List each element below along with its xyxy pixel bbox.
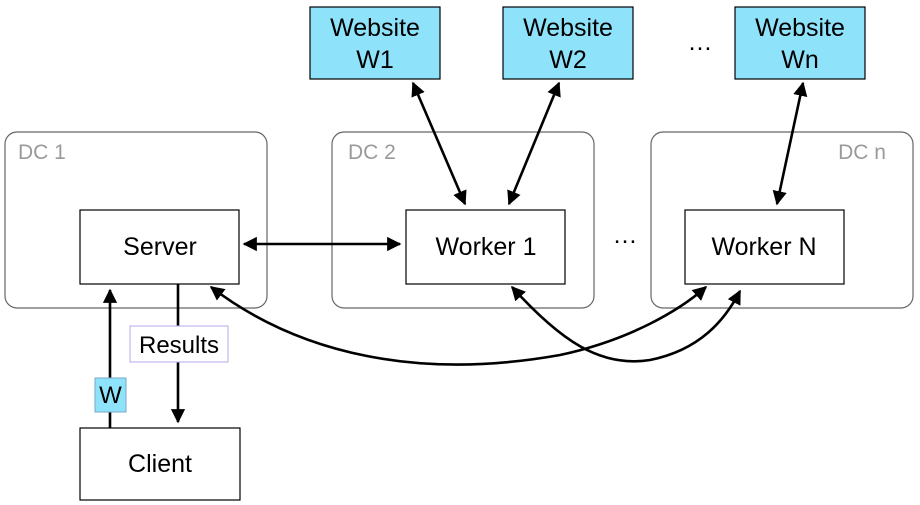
worker-n-node: Worker N	[684, 209, 845, 285]
website-w1-label-line1: Website	[330, 14, 420, 42]
website-w1-label-line2: W1	[356, 46, 394, 74]
worker-1-label: Worker 1	[436, 233, 537, 261]
edge-worker-1-worker-n	[511, 285, 742, 363]
website-w2-label-line1: Website	[523, 14, 613, 42]
edge-server-worker-n	[209, 285, 708, 366]
edge-website-w2-worker-1	[507, 81, 561, 206]
website-w2-label-line2: W2	[549, 46, 587, 74]
website-w1: Website W1	[309, 6, 441, 80]
dc2-label: DC 2	[348, 141, 396, 164]
server-node: Server	[79, 209, 240, 285]
website-ellipsis: …	[688, 28, 713, 56]
w-label: W	[99, 382, 122, 409]
website-wn-label-line1: Website	[755, 14, 845, 42]
results-label: Results	[139, 332, 219, 359]
w-edge-label: W	[94, 377, 127, 413]
server-label: Server	[123, 233, 197, 261]
website-wn: Website Wn	[734, 6, 866, 80]
website-w2: Website W2	[502, 6, 634, 80]
edge-website-w1-worker-1	[411, 81, 467, 206]
client-node: Client	[79, 427, 241, 501]
worker-1-node: Worker 1	[405, 209, 566, 285]
edge-website-wn-worker-n	[772, 81, 808, 206]
results-edge-label: Results	[129, 325, 229, 363]
client-label: Client	[128, 450, 192, 478]
worker-ellipsis: …	[613, 221, 638, 249]
dc1-label: DC 1	[18, 141, 66, 164]
website-wn-label-line2: Wn	[781, 46, 819, 74]
dcn-label: DC n	[838, 141, 886, 164]
worker-n-label: Worker N	[711, 233, 816, 261]
